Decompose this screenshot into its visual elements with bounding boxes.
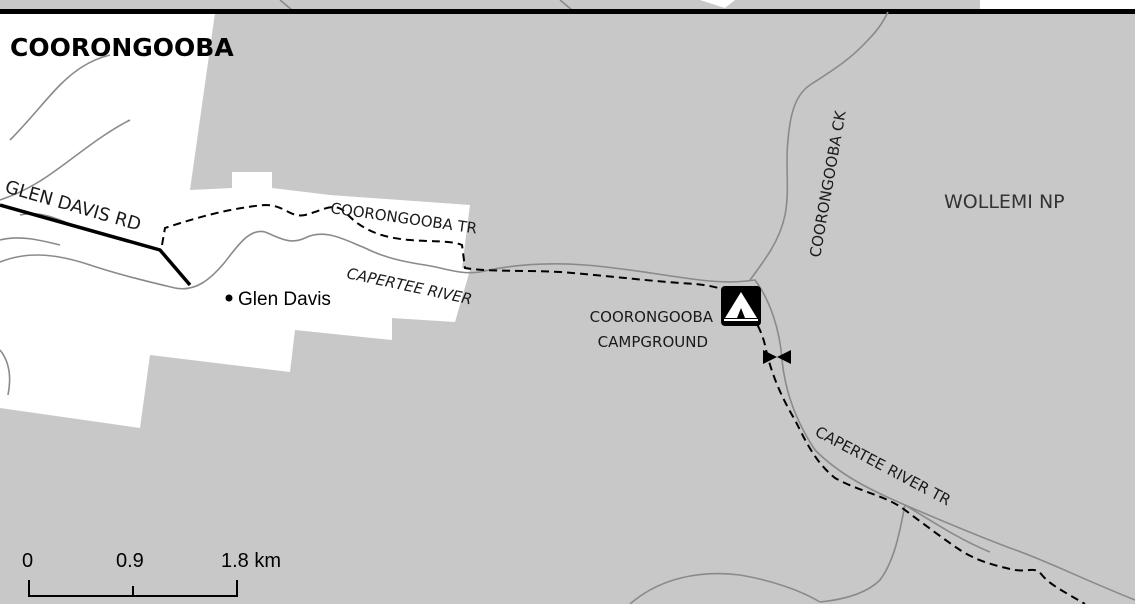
town-label: Glen Davis (238, 289, 331, 310)
map-title: COORONGOOBA (10, 33, 234, 62)
glen-davis-road (0, 203, 192, 287)
scale-tick-1: 0.9 (116, 550, 144, 572)
capertee-river (0, 230, 1135, 601)
campground-label-line2: CAMPGROUND (598, 333, 708, 351)
gate-icon (763, 350, 791, 364)
town-dot (225, 294, 233, 302)
scale-tick-2: 1.8 km (221, 550, 281, 572)
campground-label-line1: COORONGOOBA (590, 308, 714, 326)
top-strip (0, 0, 1135, 10)
scale-bar: 0 0.9 1.8 km (22, 550, 281, 597)
park-label: WOLLEMI NP (944, 191, 1065, 213)
campground-tent-icon (721, 286, 761, 326)
coorongooba-trail (161, 203, 1086, 604)
top-white-patch (980, 0, 1135, 10)
coorongooba-creek (749, 11, 889, 281)
map-border (0, 9, 1135, 14)
non-park-land (0, 13, 470, 428)
scale-tick-0: 0 (22, 550, 33, 572)
